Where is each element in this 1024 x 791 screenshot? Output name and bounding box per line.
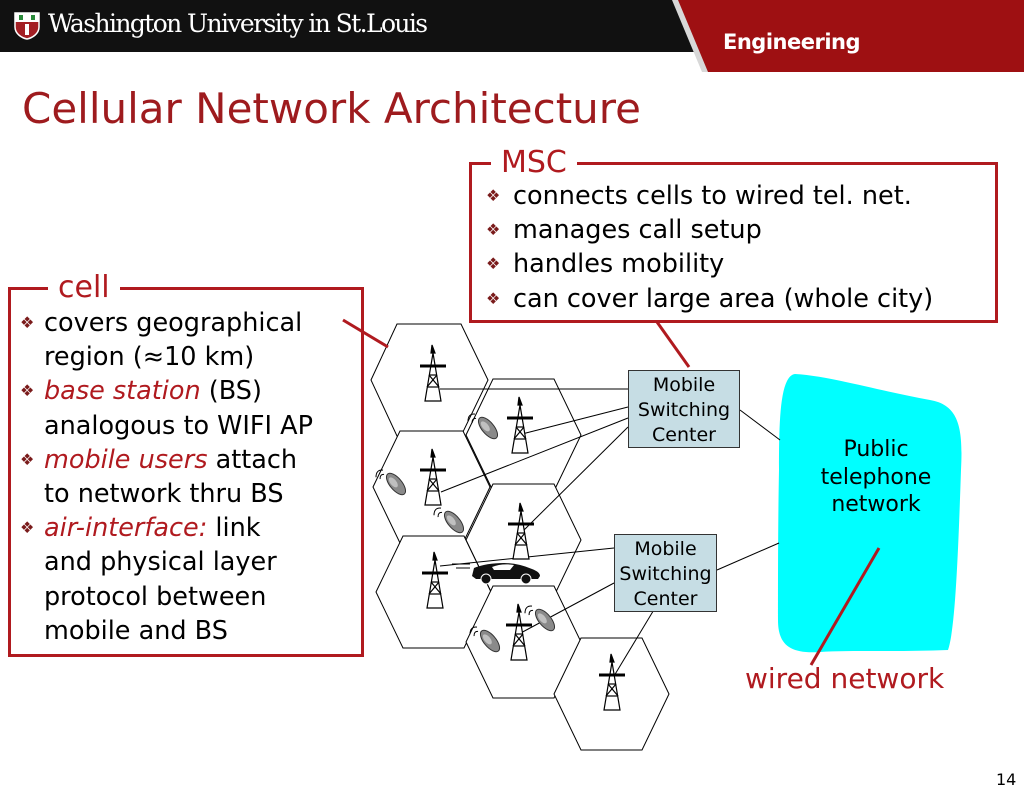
msc-callout-title: MSC [491,146,577,180]
public-telephone-network-label: Public telephone network [820,437,932,517]
cell-bullet: ❖ air-interface: link [20,511,313,545]
diamond-bullet-icon: ❖ [20,518,35,538]
wired-network-label: wired network [745,662,945,695]
bullet-text: mobile and BS [44,615,228,646]
msc-bullet: ❖handles mobility [486,247,933,281]
header-red-band [678,0,1024,72]
cell-bullet-continuation: to network thru BS [20,477,313,511]
car-icon [452,563,540,585]
diamond-bullet-icon: ❖ [20,313,35,332]
mobile-phone-icon [433,507,465,534]
cell-bullet-continuation: protocol between [20,580,313,614]
msc-bullet: ❖connects cells to wired tel. net. [486,179,933,213]
cell-bullet-continuation: and physical layer [20,545,313,579]
bullet-text: analogous to WIFI AP [44,410,313,441]
antenna-icon [420,448,446,506]
antenna-icon [599,653,625,711]
mobile-phone-icon [375,469,407,496]
cell-bullet: ❖ covers geographical [20,306,313,340]
diamond-bullet-icon: ❖ [20,449,35,469]
bullet-text: (BS) [200,376,262,407]
bullet-text: to network thru BS [44,479,284,510]
cell-bullet: ❖ base station (BS) [20,374,313,408]
header-bar [0,0,1024,72]
bullet-text: covers geographical [44,308,303,338]
callout-pointers [342,318,881,666]
university-name: Washington University in St.Louis [48,9,428,38]
msc-bullet-list: ❖connects cells to wired tel. net. ❖mana… [486,179,933,316]
cell-bullet-continuation: region (≈10 km) [20,340,313,374]
bullet-text: protocol between [44,581,267,612]
cell-callout-title: cell [48,271,120,305]
antenna-icon [422,551,448,609]
cell-bullet-continuation: analogous to WIFI AP [20,409,313,443]
bullet-text: region (≈10 km) [44,342,255,373]
page-number: 14 [996,770,1017,789]
cell-bullet-continuation: mobile and BS [20,614,313,648]
mobile-phone-icon [467,413,499,440]
antenna-icon [506,603,532,661]
diamond-bullet-icon: ❖ [486,254,501,274]
diamond-bullet-icon: ❖ [486,288,501,308]
bullet-text: link [207,513,261,544]
diamond-bullet-icon: ❖ [486,186,501,205]
antenna-icon [508,502,534,560]
cell-bullet-list: ❖ covers geographical region (≈10 km) ❖ base… [20,306,313,648]
msc-bullet: ❖manages call setup [486,213,933,247]
university-shield-icon [14,12,40,40]
antenna-icon [507,396,533,454]
base-station-antennas [420,344,625,711]
slide-title: Cellular Network Architecture [22,84,641,133]
cell-callout-box [8,287,364,657]
cell-bullet: ❖ mobile users attach [20,443,313,477]
highlighted-term: base station [44,376,201,407]
mobile-switching-center-lower: Mobile Switching Center [614,534,717,612]
diamond-bullet-icon: ❖ [20,381,35,401]
msc-callout-box [469,162,998,323]
mobile-phones [375,413,556,653]
mobile-switching-center-upper: Mobile Switching Center [628,370,740,448]
highlighted-term: mobile users [44,444,208,475]
bullet-text: attach [207,444,298,475]
bullet-text: and physical layer [44,547,277,578]
diamond-bullet-icon: ❖ [486,220,501,240]
school-name: Engineering [723,30,861,54]
msc-bullet: ❖can cover large area (whole city) [486,282,933,316]
public-telephone-cloud [778,374,962,653]
mobile-phone-icon [524,605,556,632]
mobile-phone-icon [469,626,501,653]
highlighted-term: air-interface: [44,513,208,544]
antenna-icon [420,344,446,402]
